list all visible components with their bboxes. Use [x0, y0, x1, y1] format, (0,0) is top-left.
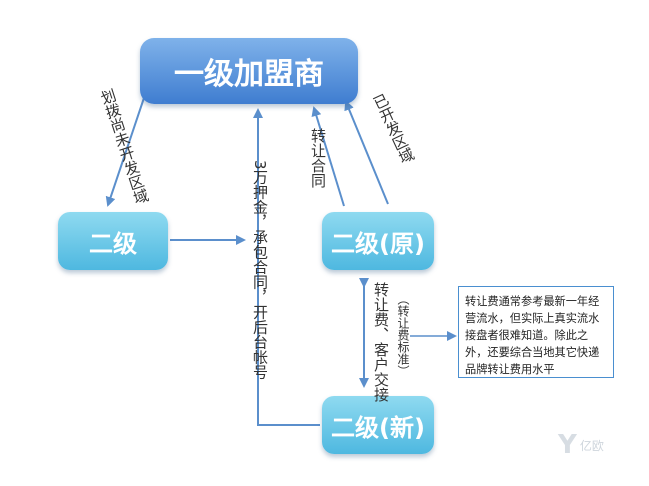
- watermark-text: 亿欧: [579, 438, 604, 453]
- watermark: Y 亿欧: [558, 432, 604, 458]
- label-transfer-fee-standard: （转让费标准）: [396, 293, 410, 377]
- node-first-level-franchisee: 一级加盟商: [140, 38, 358, 104]
- watermark-logo-icon: Y: [558, 430, 577, 460]
- node-second-level: 二级: [58, 212, 168, 270]
- label-transfer-contract: 转让合同: [309, 128, 327, 188]
- arrow-bottom-to-top: [253, 108, 320, 426]
- label-deposit-contract-account: 3万押金，承包合同，开后台帐号: [251, 160, 269, 380]
- node-second-level-original: 二级(原): [322, 212, 434, 270]
- arrow-right-to-top: [344, 100, 389, 205]
- arrow-top-to-left: [105, 79, 151, 207]
- label-transfer-fee-handover: 转让费、客户交接: [372, 282, 390, 402]
- arrow-contract-to-top: [311, 106, 345, 207]
- note-box: 转让费通常参考最新一年经营流水，但实际上真实流水接盘者很难知道。除此之外，还要综…: [458, 286, 614, 378]
- node-second-level-new: 二级(新): [322, 396, 434, 454]
